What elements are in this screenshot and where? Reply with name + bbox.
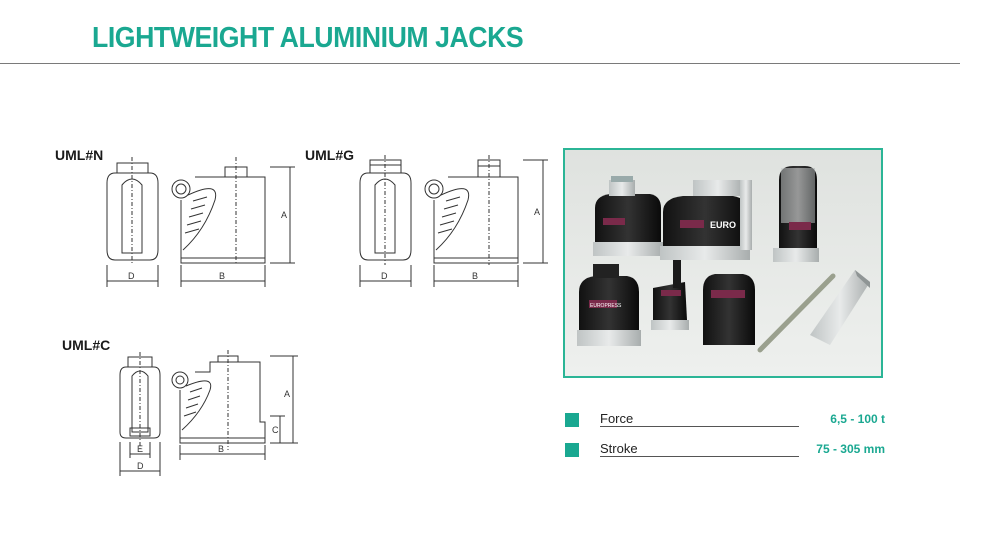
dim-d-label: D — [381, 271, 388, 281]
drawing-umln: A D B — [106, 157, 295, 287]
dim-a-label: A — [534, 207, 540, 217]
spec-label: Stroke — [600, 441, 638, 456]
spec-value: 6,5 - 100 t — [830, 412, 885, 426]
drawing-umlg: A D B — [359, 155, 548, 287]
spec-bullet — [565, 443, 579, 457]
photo-brand-text: EURO — [710, 220, 736, 230]
dim-a-label: A — [284, 389, 290, 399]
drawing-umlc: A C E D B — [119, 350, 298, 476]
dim-b-label: B — [472, 271, 478, 281]
model-label-umln: UML#N — [55, 147, 104, 163]
spec-label: Force — [600, 411, 634, 426]
dim-d-label: D — [137, 461, 144, 471]
dim-d-label: D — [128, 271, 135, 281]
spec-value: 75 - 305 mm — [816, 442, 885, 456]
spec-leader-line — [600, 456, 799, 457]
model-label-umlc: UML#C — [62, 337, 111, 353]
spec-leader-line — [600, 426, 799, 427]
product-photo-illustration: EURO EUROPRESS — [565, 150, 881, 376]
photo-label-text: EUROPRESS — [590, 303, 622, 309]
product-photo: EURO EUROPRESS — [563, 148, 883, 378]
model-label-umlg: UML#G — [305, 147, 354, 163]
dim-e-label: E — [137, 444, 143, 454]
dim-b-label: B — [219, 271, 225, 281]
spec-row-force: Force 6,5 - 100 t — [565, 411, 885, 429]
dim-a-label: A — [281, 210, 287, 220]
title-divider — [0, 63, 960, 64]
page-title: LIGHTWEIGHT ALUMINIUM JACKS — [92, 22, 524, 54]
spec-bullet — [565, 413, 579, 427]
dim-c-label: C — [272, 425, 279, 435]
spec-row-stroke: Stroke 75 - 305 mm — [565, 441, 885, 459]
dim-b-label: B — [218, 444, 224, 454]
